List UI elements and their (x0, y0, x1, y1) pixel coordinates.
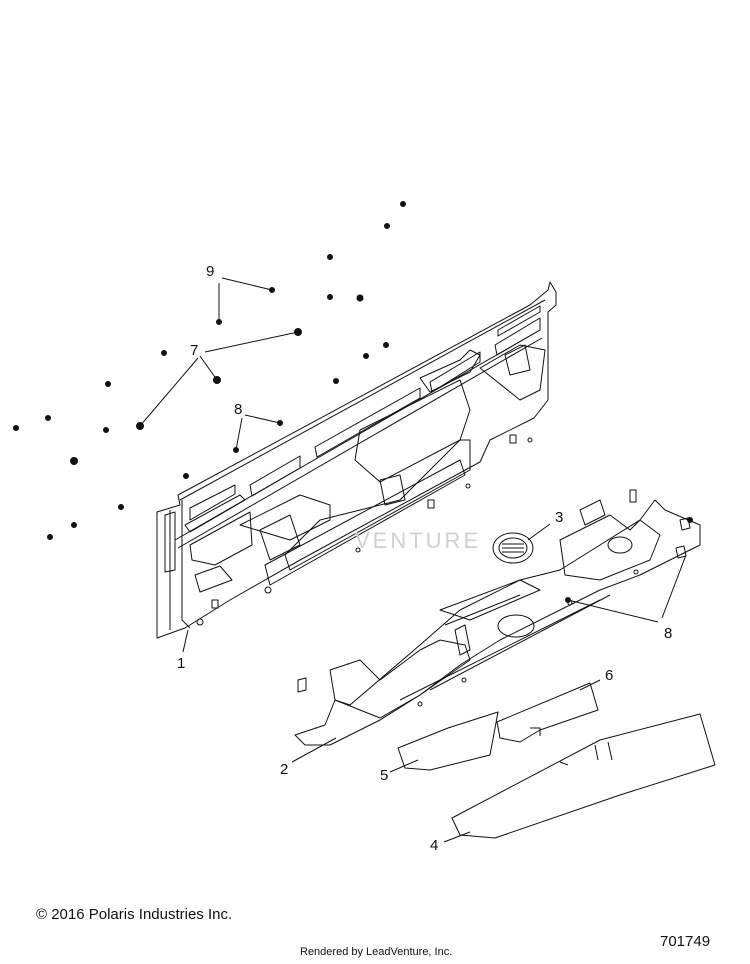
callout-2: 2 (280, 761, 288, 778)
floor-tray-part (294, 489, 701, 746)
fasteners (13, 201, 693, 603)
insulation-pad-5-part (397, 711, 499, 771)
part-number: 701749 (660, 933, 711, 950)
rendered-by-text: Rendered by LeadVenture, Inc. (300, 946, 453, 958)
insulation-pad-6-part (496, 682, 599, 743)
rear-panel-part (156, 281, 557, 639)
insulation-pad-4-part (451, 713, 716, 839)
callout-8-upper: 8 (234, 401, 242, 418)
watermark: VENTURE (355, 528, 481, 553)
callouts: 1 2 3 4 5 6 7 8 8 9 (177, 263, 672, 854)
leader-lines (139, 277, 687, 843)
callout-8-lower: 8 (664, 625, 672, 642)
callout-1: 1 (177, 655, 185, 672)
callout-5: 5 (380, 767, 388, 784)
callout-3: 3 (555, 509, 563, 526)
vent-cup-part (492, 532, 534, 564)
callout-7: 7 (190, 342, 198, 359)
callout-6: 6 (605, 667, 613, 684)
callout-4: 4 (430, 837, 438, 854)
callout-9: 9 (206, 263, 214, 280)
copyright-text: © 2016 Polaris Industries Inc. (36, 906, 233, 923)
